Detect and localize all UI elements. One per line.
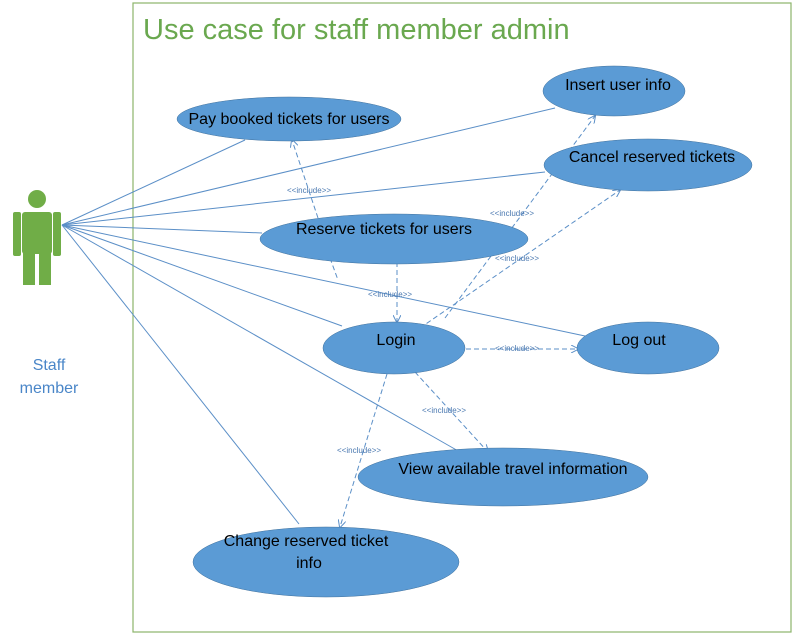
use-case-logout-label: Log out xyxy=(612,332,666,349)
include-label-3: <<include>> xyxy=(495,254,539,263)
assoc-reserve xyxy=(61,224,263,234)
include-login-cancel xyxy=(419,190,620,329)
include-label-4: <<include>> xyxy=(368,290,412,299)
use-case-login: Login xyxy=(322,321,466,375)
use-case-login-label: Login xyxy=(376,332,415,349)
actor-left-leg xyxy=(23,252,35,285)
use-case-view-ellipse xyxy=(357,447,649,507)
actor-torso xyxy=(22,212,52,254)
actor-left-arm xyxy=(13,212,21,256)
include-label-7: <<include>> xyxy=(337,446,381,455)
use-case-reserve-ellipse xyxy=(259,213,529,265)
use-case-reserve-label: Reserve tickets for users xyxy=(296,221,472,238)
association-lines xyxy=(61,107,586,525)
use-case-pay: Pay booked tickets for users xyxy=(176,96,402,142)
assoc-logout xyxy=(61,224,586,337)
use-case-pay-label: Pay booked tickets for users xyxy=(189,111,390,128)
use-case-view: View available travel information xyxy=(357,447,649,507)
use-case-pay-ellipse xyxy=(176,96,402,142)
use-case-insert: Insert user info xyxy=(542,65,686,117)
use-case-insert-ellipse xyxy=(542,65,686,117)
assoc-change xyxy=(61,224,300,525)
include-reserve-login-left xyxy=(329,257,339,281)
actor-right-leg xyxy=(39,252,51,285)
use-case-reserve: Reserve tickets for users xyxy=(259,213,529,265)
use-case-logout: Log out xyxy=(576,321,720,375)
assoc-view xyxy=(61,224,461,453)
actor-right-arm xyxy=(53,212,61,256)
use-case-login-ellipse xyxy=(322,321,466,375)
include-label-6: <<include>> xyxy=(422,406,466,415)
assoc-insert xyxy=(61,107,556,226)
actor-head xyxy=(28,190,46,208)
use-case-cancel-ellipse xyxy=(543,138,753,192)
diagram-title: Use case for staff member admin xyxy=(143,14,570,46)
use-case-view-label: View available travel information xyxy=(398,461,627,478)
include-login-view xyxy=(414,371,488,452)
assoc-login xyxy=(61,224,343,327)
actor-label-line2: member xyxy=(20,380,79,397)
assoc-pay xyxy=(61,139,246,226)
include-label-1: <<include>> xyxy=(287,186,331,195)
include-reserve-pay xyxy=(292,140,319,219)
use-case-cancel: Cancel reserved tickets xyxy=(543,138,753,192)
use-case-change-label-line2: info xyxy=(296,555,322,572)
include-login-change xyxy=(340,373,388,527)
use-case-change: Change reserved ticket info xyxy=(192,526,460,598)
include-label-5: <<include>> xyxy=(495,344,539,353)
assoc-cancel xyxy=(61,171,546,226)
staff-member-actor xyxy=(13,190,61,285)
system-boundary xyxy=(132,2,792,633)
use-case-cancel-label: Cancel reserved tickets xyxy=(569,149,735,166)
use-case-insert-label: Insert user info xyxy=(565,77,671,94)
include-label-2: <<include>> xyxy=(490,209,534,218)
use-case-change-ellipse xyxy=(192,526,460,598)
use-case-logout-ellipse xyxy=(576,321,720,375)
actor-label-line1: Staff xyxy=(33,357,66,374)
include-lines xyxy=(292,116,620,527)
use-case-change-label-line1: Change reserved ticket xyxy=(224,533,389,550)
